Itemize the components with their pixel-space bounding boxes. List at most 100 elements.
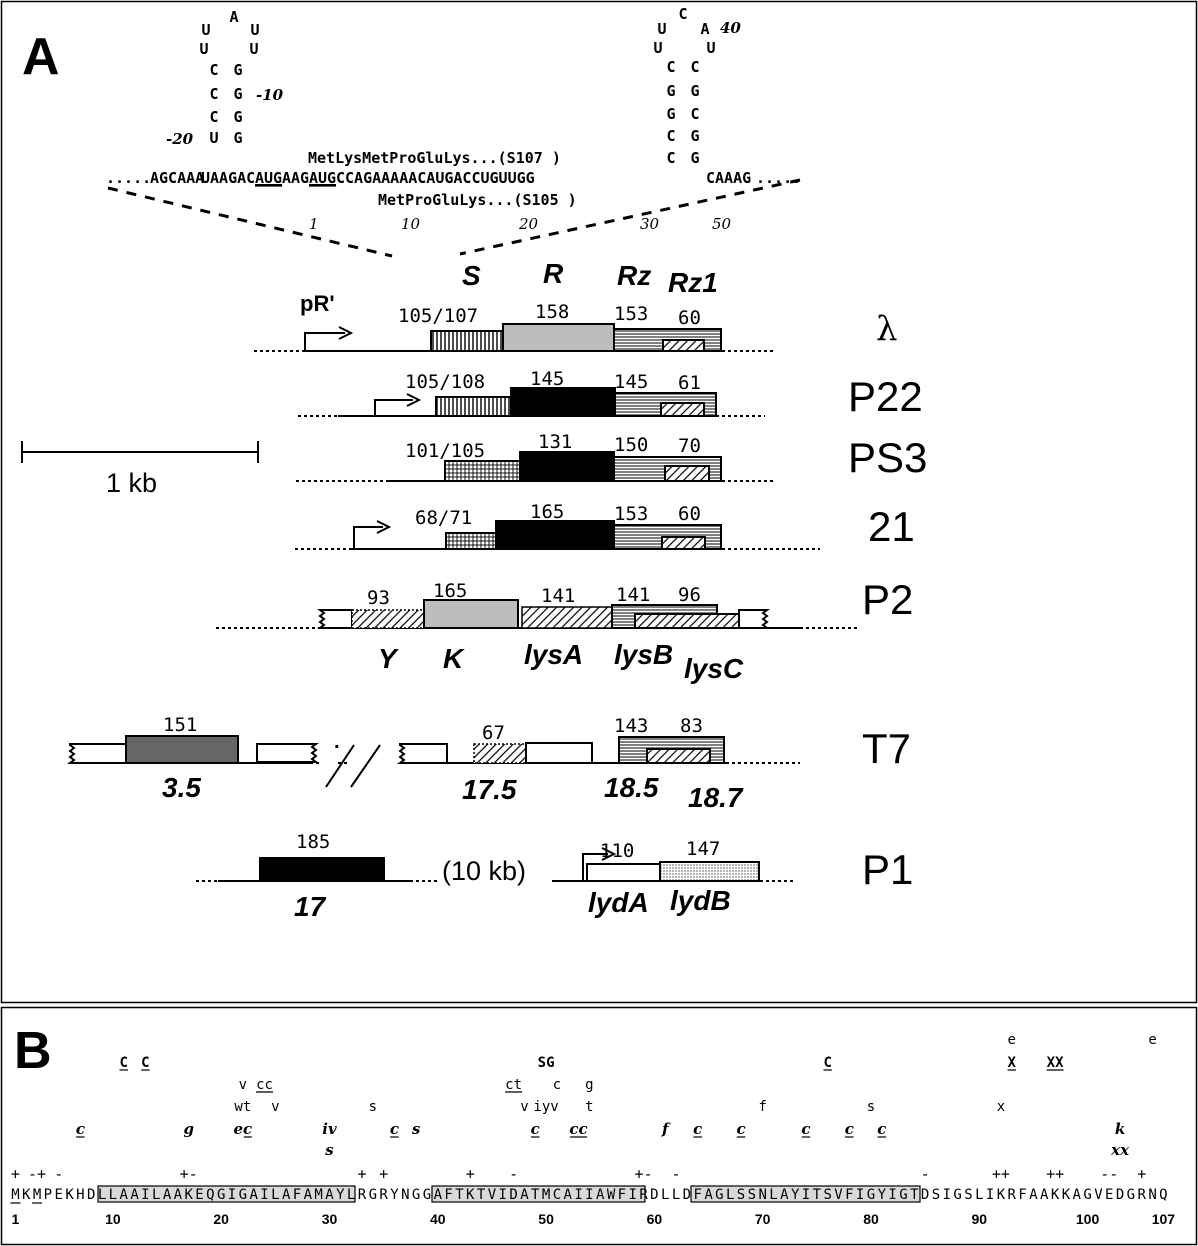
residue: G [953, 1187, 961, 1203]
mutation-mark: e [1148, 1032, 1156, 1048]
seq-positions: 1 10 20 30 50 [309, 215, 732, 233]
residue: F [618, 1187, 626, 1203]
residue: G [899, 1187, 907, 1203]
t7-gene-17-5 [473, 743, 527, 764]
hairpin-right-loop-4: U [653, 39, 662, 57]
p22-gene-s [435, 396, 512, 417]
charge-mark: - [54, 1165, 63, 1183]
residue: F [845, 1187, 853, 1203]
residue: V [1094, 1187, 1103, 1203]
p2-gene-label-lysb: lysB [614, 639, 673, 670]
p1-len-17: 185 [296, 831, 330, 853]
mutation-mark: v [239, 1077, 247, 1093]
residue: A [520, 1187, 529, 1203]
residue: M [542, 1187, 550, 1203]
phage-name-ps3: PS3 [848, 434, 927, 481]
residue: I [856, 1187, 864, 1203]
scale-bar: 1 kb [21, 441, 259, 498]
residue: L [726, 1187, 734, 1203]
charge-mark: +- [180, 1165, 198, 1183]
mutation-mark: e [1008, 1032, 1016, 1048]
residue: C [553, 1187, 561, 1203]
residue: D [650, 1187, 658, 1203]
sequence-position: 50 [538, 1211, 554, 1227]
p2-gene-right-partial [738, 609, 770, 629]
p1-len-lydb: 147 [686, 838, 720, 860]
residue: Q [1159, 1187, 1167, 1203]
seq-pos-1: 1 [309, 215, 319, 233]
charge-mark: - [509, 1165, 518, 1183]
phage-t7: . 151 67 143 83 3.5 17.5 18.5 18.7 T7 [67, 714, 911, 813]
mutation-mark: ec [234, 1120, 253, 1138]
mutation-mark: f [661, 1120, 671, 1138]
mutation-mark: X [1008, 1055, 1017, 1071]
charge-mark: -+ [28, 1165, 46, 1183]
sequence-position: 30 [322, 1211, 338, 1227]
residue: T [477, 1187, 486, 1203]
residue: I [228, 1187, 236, 1203]
p1-gene-17 [259, 857, 385, 882]
p2-gene-label-y: Y [378, 643, 399, 674]
panel-a-label: A [22, 28, 60, 86]
residue: R [1138, 1187, 1147, 1203]
residue: H [76, 1187, 84, 1203]
p2-gene-k [423, 599, 519, 629]
hairpin-left: A U U U U C C C U G G G G [199, 8, 259, 147]
p2-gene-lysa [521, 606, 613, 629]
residue: V [488, 1187, 497, 1203]
residue: M [314, 1187, 322, 1203]
p22-len-rz: 145 [614, 371, 648, 393]
sequence-position: 107 [1152, 1211, 1176, 1227]
product-top: MetLysMetProGluLys...(S107 ) [308, 149, 561, 167]
residue: I [141, 1187, 149, 1203]
residue: K [184, 1187, 193, 1203]
21-len-r: 165 [530, 501, 564, 523]
residue: M [11, 1187, 19, 1203]
ps3-len-rz1: 70 [678, 435, 701, 457]
hairpin-right: U C A U U C G G C C C G C G G [653, 5, 715, 167]
residue: V [834, 1187, 843, 1203]
charge-mark: ++ [1046, 1165, 1064, 1183]
residue: A [1073, 1187, 1082, 1203]
residue: I [629, 1187, 637, 1203]
p2-gene-label-k: K [443, 643, 465, 674]
zoom-line-right [459, 178, 801, 256]
t7-gene-label-18-5: 18.5 [604, 772, 659, 803]
phage-name-p2: P2 [862, 576, 913, 623]
hairpin-left-stem-l2: C [209, 85, 218, 103]
t7-len-3-5: 151 [163, 714, 197, 736]
hairpin-left-stem-r3: G [233, 108, 242, 126]
scale-label: 1 kb [106, 468, 157, 498]
t7-gene-18 [525, 742, 593, 764]
t7-gene-label-3-5: 3.5 [162, 772, 201, 803]
residue: S [932, 1187, 940, 1203]
seq-pos-50: 50 [712, 215, 732, 233]
residue: L [109, 1187, 117, 1203]
residue: E [195, 1187, 203, 1203]
21-gene-rz1 [661, 536, 706, 550]
mutation-mark: C [119, 1055, 127, 1071]
residue: S [737, 1187, 745, 1203]
panel-a-frame [0, 0, 1198, 1004]
residue: I [943, 1187, 951, 1203]
gene-header-r: R [543, 258, 564, 289]
t7-len-17-5: 67 [482, 722, 505, 744]
sequence-position: 100 [1076, 1211, 1100, 1227]
charge-mark: -- [1100, 1165, 1118, 1183]
residue: A [434, 1187, 443, 1203]
hairpin-right-stem-l4: C [666, 127, 675, 145]
residue: Y [791, 1187, 800, 1203]
mutation-mark: SG [538, 1055, 555, 1071]
hairpin-left-loop-4: U [249, 40, 258, 58]
gene-headers: S R Rz Rz1 [462, 258, 718, 298]
gene-header-rz1: Rz1 [668, 267, 718, 298]
residue: L [152, 1187, 160, 1203]
seq-dots-left: ..... [106, 169, 151, 187]
residue: I [499, 1187, 507, 1203]
hairpin-left-loop-3: U [199, 40, 208, 58]
21-len-rz: 153 [614, 503, 648, 525]
residue: K [466, 1187, 475, 1203]
seq-dots-right: ..... [756, 169, 801, 187]
